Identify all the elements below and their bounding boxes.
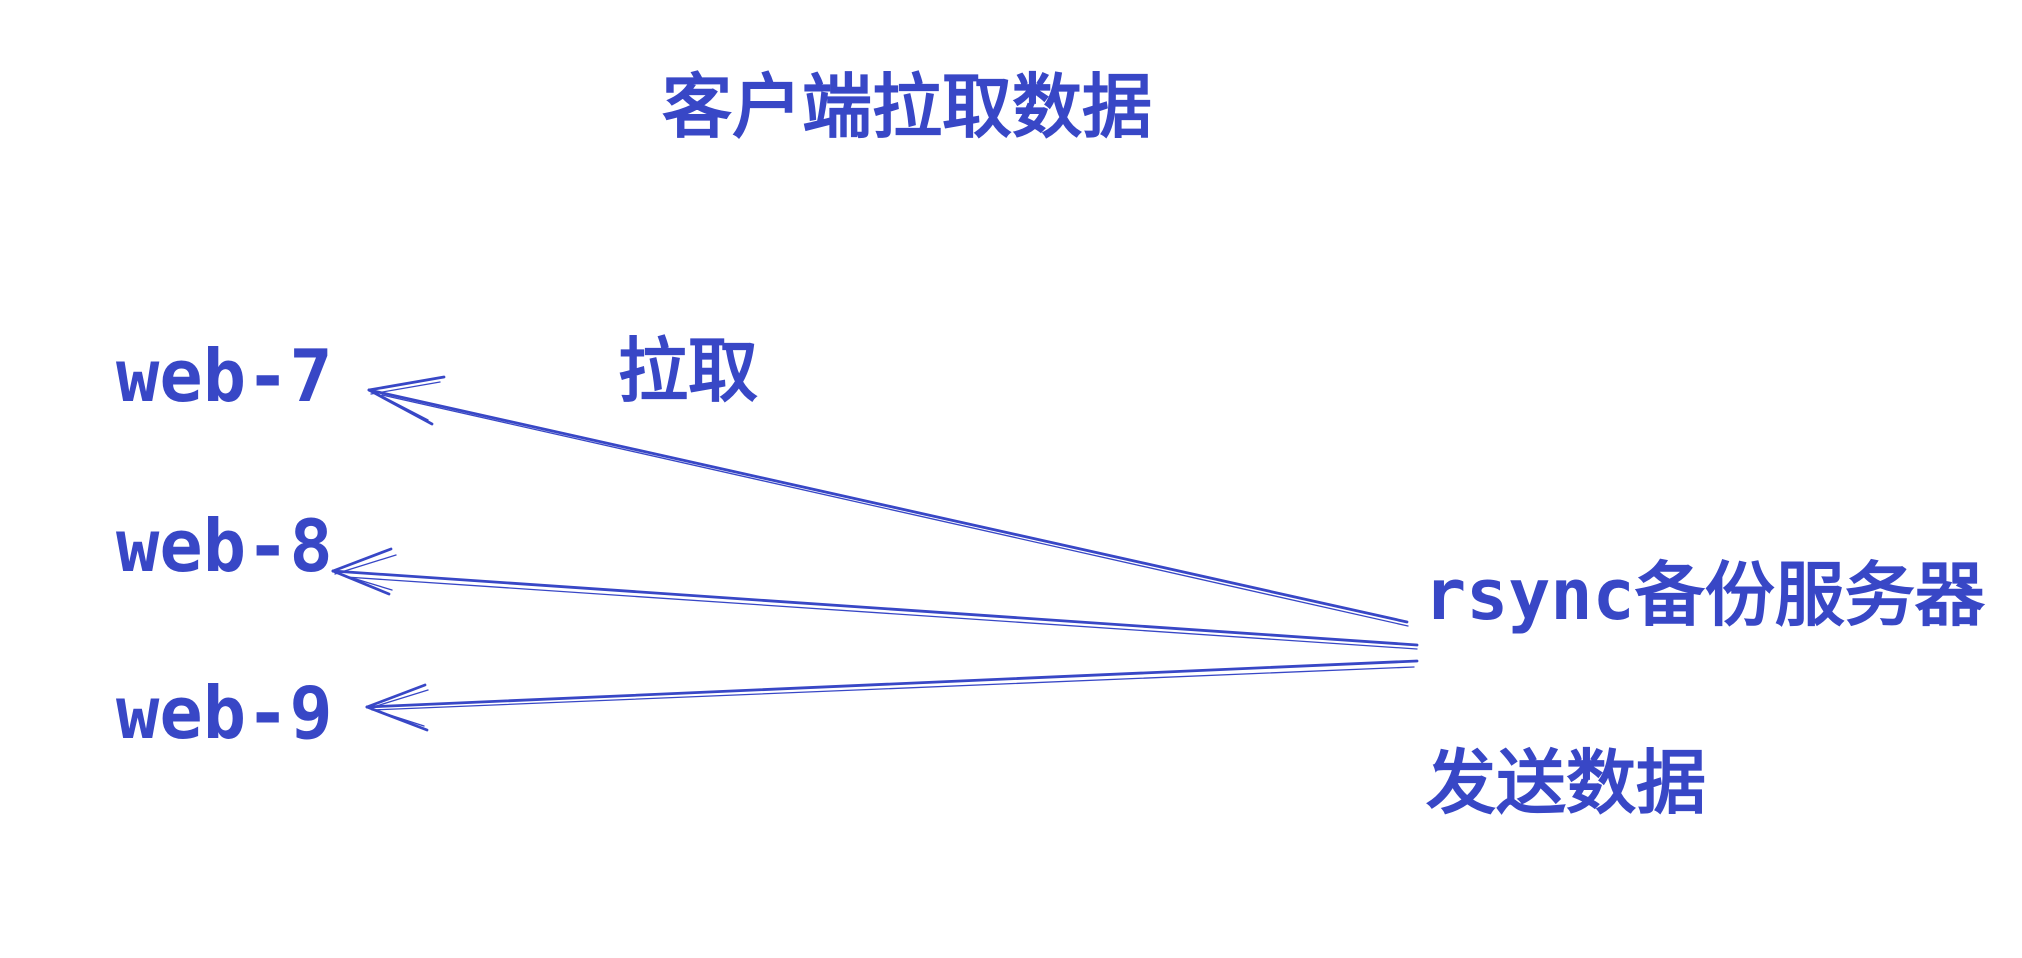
arrow-server-to-web8	[331, 547, 1419, 650]
node-web-8: web-8	[116, 504, 333, 588]
node-web-7: web-7	[116, 334, 333, 418]
arrow-server-to-web7	[367, 375, 1409, 627]
label-pull: 拉取	[618, 332, 758, 410]
diagram-title: 客户端拉取数据	[662, 68, 1152, 146]
arrow-server-to-web9	[365, 659, 1419, 732]
node-rsync-server: rsync备份服务器	[1424, 554, 1985, 636]
node-web-9: web-9	[116, 671, 333, 755]
label-send: 发送数据	[1426, 744, 1706, 822]
